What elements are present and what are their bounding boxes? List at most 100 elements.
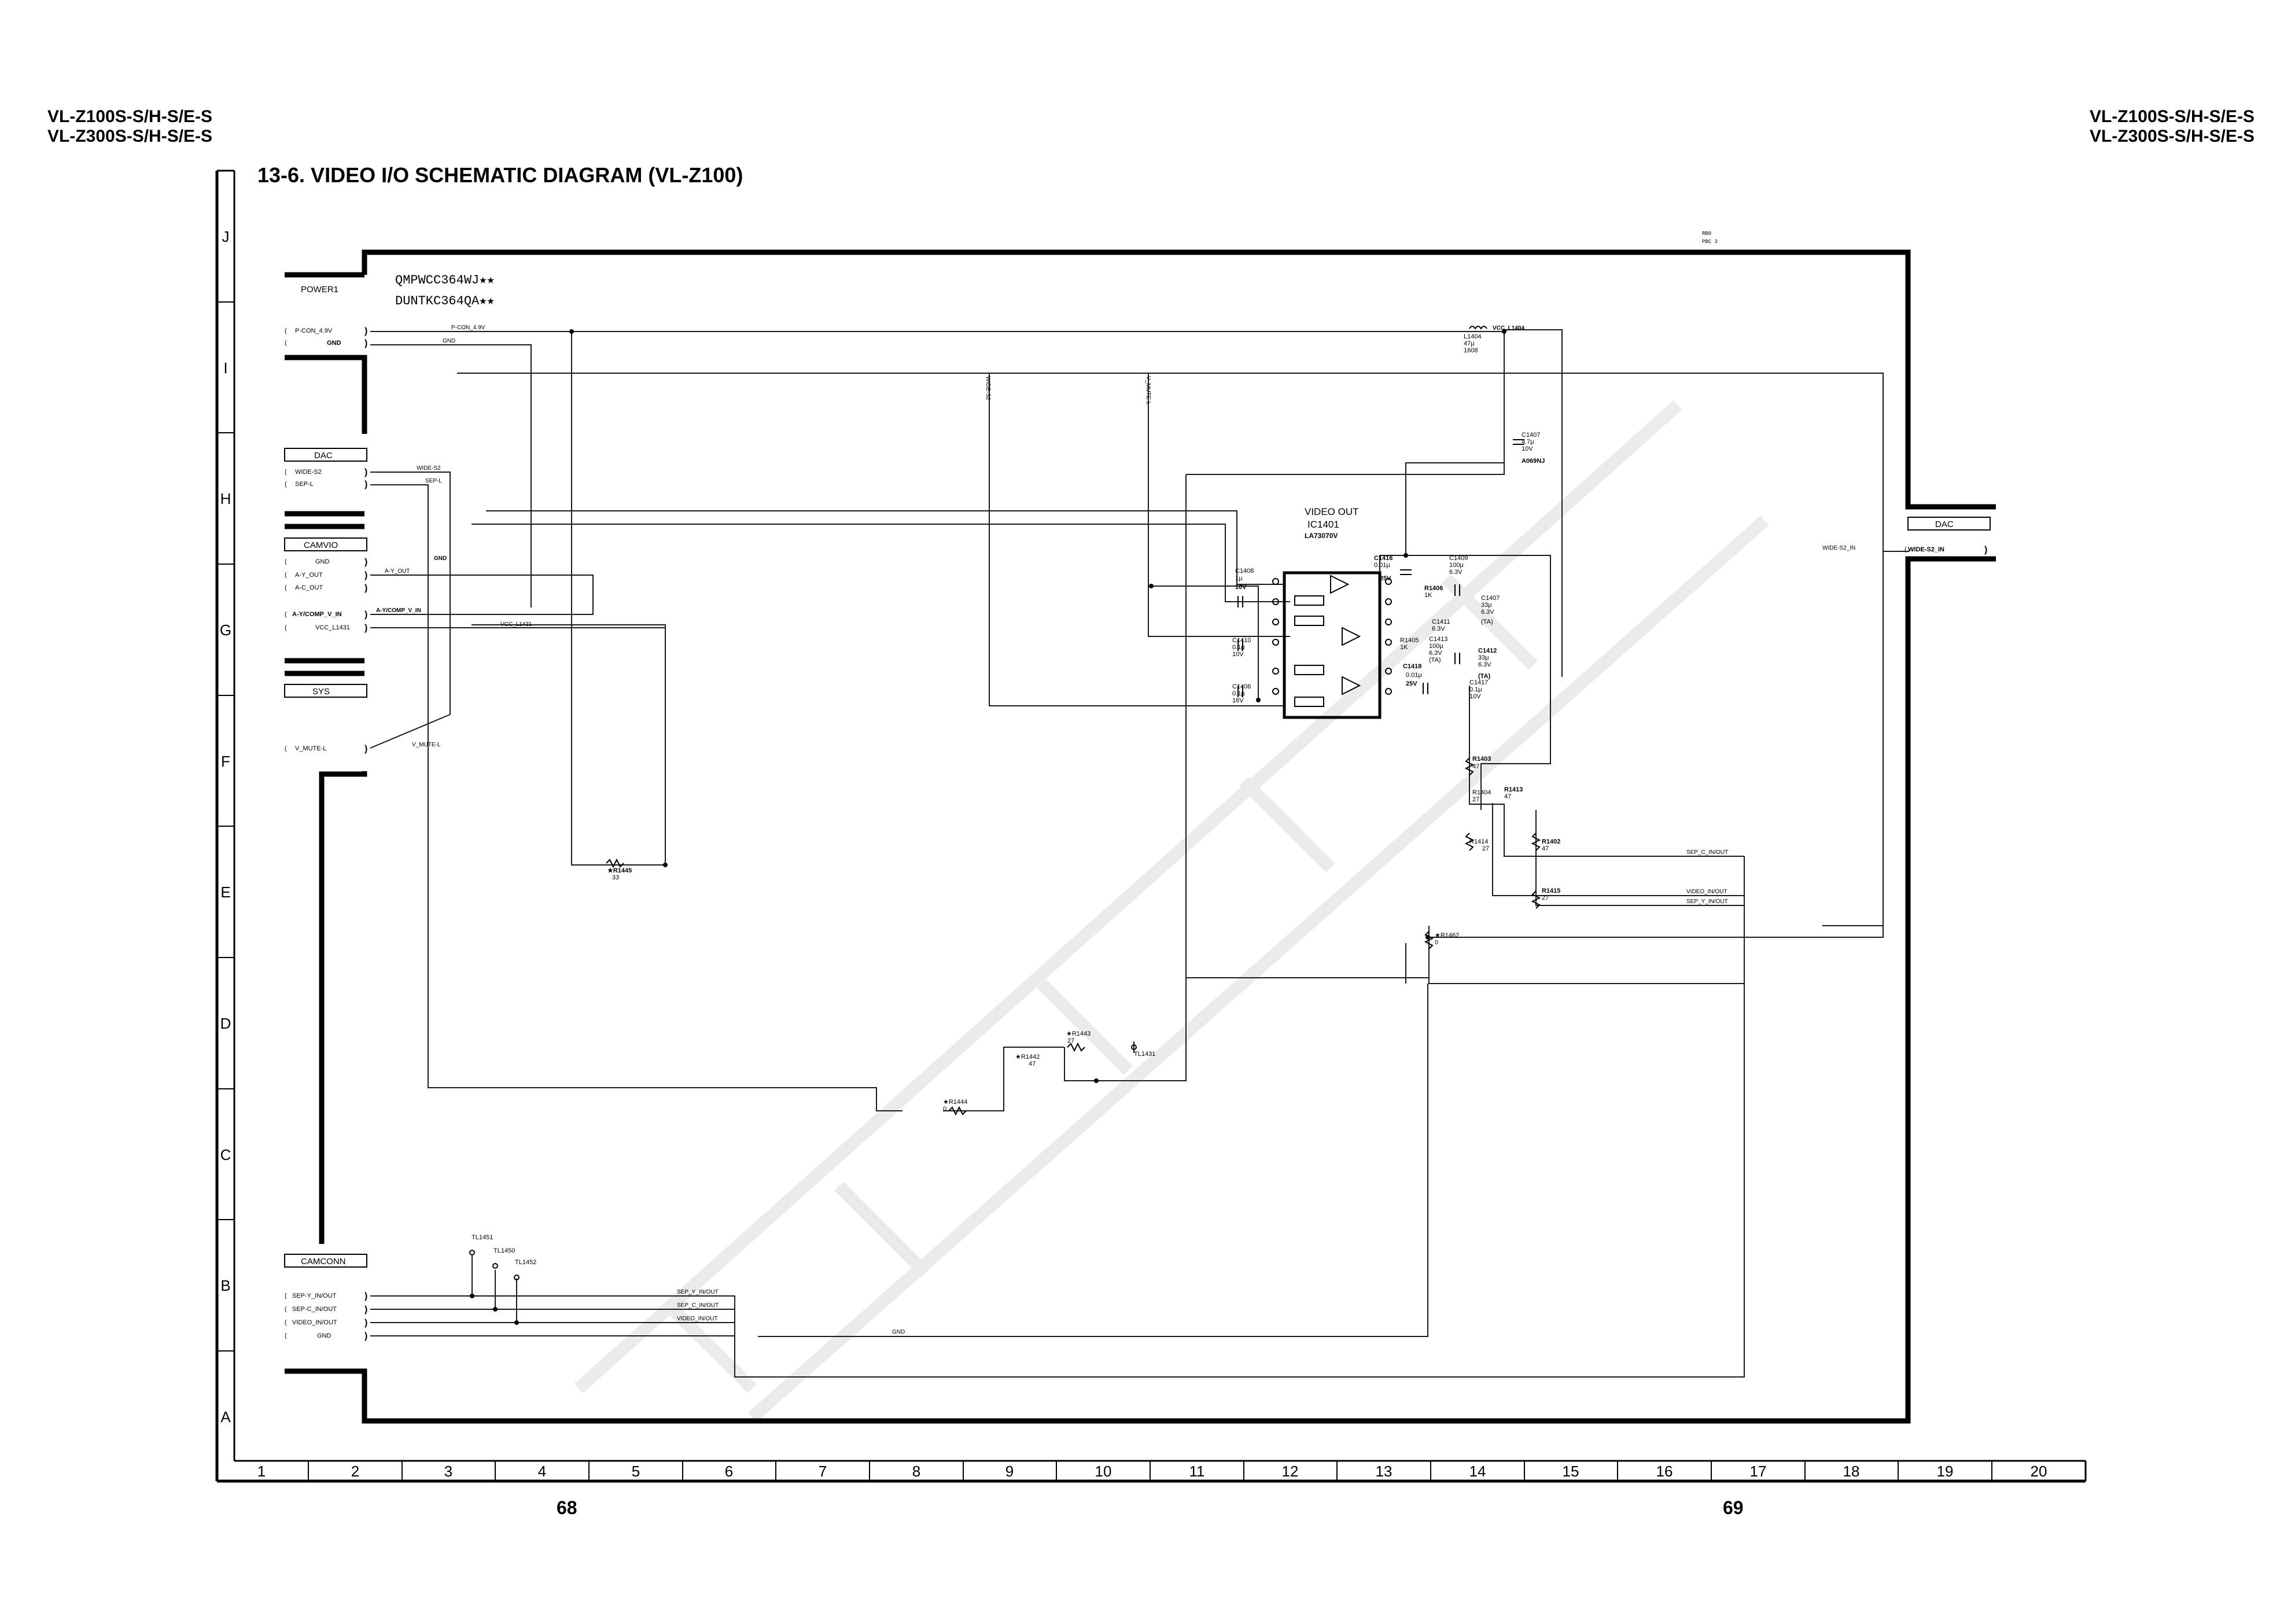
component-labels: L1404 47μ 1608 C1407 4.7μ 10V A069NJ C14… bbox=[471, 333, 1560, 1266]
net-label: VIDEO_IN/OUT bbox=[1686, 889, 1727, 895]
comp-c1407-val: 4.7μ bbox=[1522, 439, 1534, 445]
grid-col-label: 19 bbox=[1937, 1463, 1954, 1480]
net-label: P-CON_4.9V bbox=[451, 325, 485, 331]
connector-power1-name: POWER1 bbox=[301, 285, 338, 294]
comp-r1415-ref: R1415 bbox=[1542, 888, 1560, 894]
grid-frame bbox=[215, 170, 2087, 1483]
net-label: WIDE-S2 bbox=[985, 376, 991, 400]
comp-c1407b-ref: C1407 bbox=[1481, 595, 1500, 602]
net-label: VIDEO_IN/OUT bbox=[677, 1316, 718, 1322]
connector-labels: POWER1 DAC CAMVIO SYS CAMCONN DAC bbox=[284, 285, 1991, 1268]
comp-r1403-ref: R1403 bbox=[1472, 756, 1491, 763]
svg-text:): ) bbox=[1984, 545, 1987, 555]
comp-c1411-volt: 6.3V bbox=[1432, 625, 1445, 632]
comp-c1412-volt: 6.3V bbox=[1478, 661, 1491, 668]
comp-r1406-val: 1K bbox=[1424, 592, 1432, 599]
comp-l1404-ref: L1404 bbox=[1464, 333, 1482, 340]
comp-c1413-val: 100μ bbox=[1429, 643, 1443, 650]
header-left-line2: VL-Z300S-S/H-S/E-S bbox=[47, 127, 213, 146]
pin-label: VCC_L1431 bbox=[315, 624, 350, 631]
grid-col-label: 18 bbox=[1843, 1463, 1860, 1480]
connector-pins: (P-CON_4.9V (GND (WIDE-S2 (SEP-L (GND (A… bbox=[285, 327, 1944, 1339]
comp-r1413-val: 47 bbox=[1504, 793, 1511, 800]
wires bbox=[370, 329, 1909, 1378]
comp-r1413-ref: R1413 bbox=[1504, 786, 1523, 793]
comp-c1416-volt: 25V bbox=[1380, 575, 1391, 582]
grid-col-label: 12 bbox=[1282, 1463, 1299, 1480]
net-label: WIDE-S2 bbox=[417, 465, 441, 472]
comp-c1410-val: 0.1μ bbox=[1232, 644, 1245, 651]
grid-row-label: H bbox=[220, 490, 231, 507]
comp-r1445-val: 33 bbox=[612, 874, 619, 881]
grid-col-ticks bbox=[308, 1461, 1992, 1481]
ic1401-label3: LA73070V bbox=[1305, 532, 1338, 540]
comp-c1416-ref: C1416 bbox=[1374, 555, 1393, 562]
net-label: GND bbox=[443, 338, 455, 344]
grid-col-label: 7 bbox=[819, 1463, 827, 1480]
svg-text:): ) bbox=[364, 570, 367, 580]
board-corner-note1: RB0 bbox=[1702, 231, 1711, 237]
header-left-line1: VL-Z100S-S/H-S/E-S bbox=[47, 107, 213, 126]
comp-r1406-ref: R1406 bbox=[1424, 585, 1443, 592]
comp-c1413-note: (TA) bbox=[1429, 657, 1441, 664]
net-label: SEP_C_IN/OUT bbox=[677, 1302, 719, 1309]
header-right-line2: VL-Z300S-S/H-S/E-S bbox=[2089, 127, 2255, 146]
svg-text:): ) bbox=[364, 610, 367, 620]
pin-label: ( bbox=[285, 1332, 287, 1339]
grid-col-label: 3 bbox=[444, 1463, 452, 1480]
ic1401: VIDEO OUT IC1401 LA73070V bbox=[1272, 506, 1392, 719]
pin-label: ( bbox=[285, 340, 287, 347]
grid-row-label: A bbox=[220, 1408, 231, 1426]
board-part1: QMPWCC364WJ★★ bbox=[395, 273, 495, 288]
comp-r1443-val: 27 bbox=[1067, 1037, 1074, 1044]
comp-r1444-ref: ★R1444 bbox=[943, 1099, 967, 1106]
pin-label: V_MUTE-L bbox=[295, 745, 326, 752]
comp-c1413-volt: 6.3V bbox=[1429, 650, 1442, 657]
comp-r1462-ref: ★R1462 bbox=[1435, 932, 1459, 939]
comp-c1418-volt: 25V bbox=[1406, 680, 1417, 687]
comp-c1412-ref: C1412 bbox=[1478, 647, 1497, 654]
comp-c1407b-note: (TA) bbox=[1481, 618, 1493, 625]
grid-col-label: 10 bbox=[1095, 1463, 1112, 1480]
comp-c1418-ref: C1418 bbox=[1403, 663, 1421, 670]
grid-row-label: J bbox=[222, 228, 230, 245]
comp-r1443-ref: ★R1443 bbox=[1066, 1030, 1091, 1037]
comp-r1404-ref: R1404 bbox=[1472, 789, 1491, 796]
comp-r1414-ref: R1414 bbox=[1469, 838, 1488, 845]
comp-c1408-ref: C1408 bbox=[1235, 568, 1254, 575]
comp-c1412-val: 33μ bbox=[1478, 654, 1489, 661]
comp-c1411-ref: C1411 bbox=[1432, 618, 1450, 625]
grid-col-labels: 1 2 3 4 5 6 7 8 9 10 11 12 13 14 15 16 1… bbox=[257, 1463, 2047, 1480]
grid-col-label: 17 bbox=[1750, 1463, 1767, 1480]
pin-label: SEP-Y_IN/OUT bbox=[292, 1292, 337, 1299]
comp-c1417-volt: 10V bbox=[1469, 693, 1481, 700]
net-label: VCC_L1431 bbox=[500, 621, 532, 628]
comp-r1442-val: 47 bbox=[1029, 1060, 1036, 1067]
header-left: VL-Z100S-S/H-S/E-S VL-Z300S-S/H-S/E-S bbox=[47, 107, 212, 146]
svg-text:): ) bbox=[364, 1291, 367, 1301]
comp-r1444-val: 0 bbox=[943, 1106, 946, 1113]
svg-text:): ) bbox=[364, 480, 367, 489]
grid-col-label: 20 bbox=[2031, 1463, 2047, 1480]
net-label: GND bbox=[434, 555, 447, 562]
pin-label: WIDE-S2_IN bbox=[1908, 546, 1944, 553]
connector-sys-name: SYS bbox=[312, 687, 330, 697]
grid-col-label: 5 bbox=[632, 1463, 640, 1480]
header-right: VL-Z100S-S/H-S/E-S VL-Z300S-S/H-S/E-S bbox=[2090, 107, 2255, 146]
grid-col-label: 11 bbox=[1189, 1463, 1205, 1480]
grid-col-label: 14 bbox=[1469, 1463, 1486, 1480]
net-label: VCC_L1404 bbox=[1493, 325, 1524, 332]
net-label: A-Y/COMP_V_IN bbox=[376, 607, 421, 614]
net-label: GND bbox=[892, 1329, 905, 1335]
pin-label: SEP-C_IN/OUT bbox=[292, 1306, 337, 1313]
net-label: WIDE-S2_IN bbox=[1822, 545, 1855, 551]
comp-c1412-note: (TA) bbox=[1478, 673, 1491, 680]
svg-text:): ) bbox=[364, 1305, 367, 1314]
grid-row-labels: J I H G F E D C B A bbox=[220, 228, 231, 1426]
svg-text:): ) bbox=[364, 1318, 367, 1328]
comp-r1415-val: 27 bbox=[1542, 894, 1549, 901]
comp-c1407b-volt: 6.3V bbox=[1481, 609, 1494, 616]
page-number-right: 69 bbox=[1723, 1497, 1744, 1518]
comp-c1408-volt: 10V bbox=[1235, 584, 1247, 591]
connector-camvio-box bbox=[284, 537, 367, 551]
